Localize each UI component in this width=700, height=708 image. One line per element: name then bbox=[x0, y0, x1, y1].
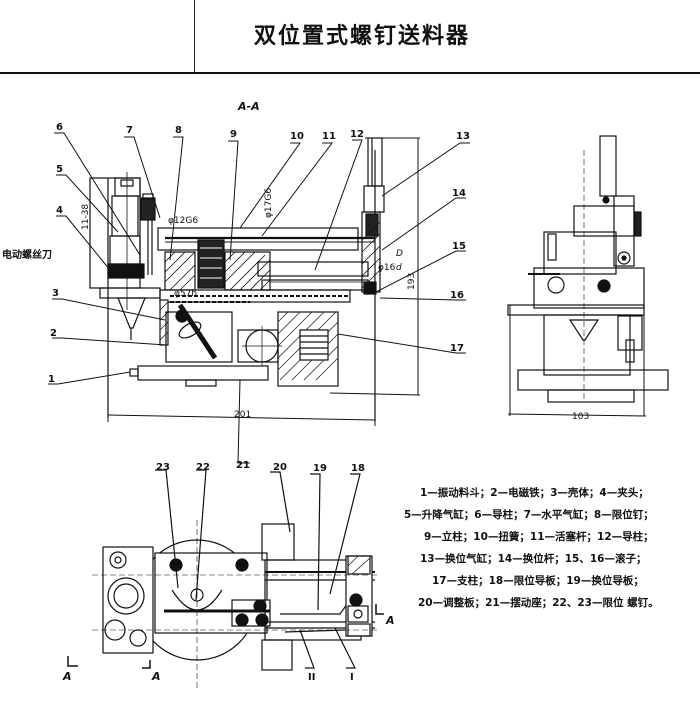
fit-numerator: D bbox=[396, 249, 403, 259]
dimension-width-main: 201 bbox=[234, 410, 251, 420]
side-label-screwdriver: 电动螺丝刀 bbox=[2, 248, 52, 261]
callout-6: 6 bbox=[56, 122, 63, 133]
legend-row: 5—升降气缸；6—导柱；7—水平气缸；8—限位钉； bbox=[404, 509, 654, 521]
callouts-bottom: 21 23 22 20 19 18 bbox=[156, 460, 365, 474]
callout-5: 5 bbox=[56, 164, 63, 175]
roman-mark-ii: II bbox=[308, 672, 315, 683]
callout-18: 18 bbox=[351, 463, 365, 474]
legend-row: 13—换位气缸；14—换位杆；15、16—滚子； bbox=[420, 553, 647, 565]
drawing-title: 双位置式螺钉送料器 bbox=[254, 24, 471, 49]
callout-leaders bbox=[48, 132, 470, 464]
side-view bbox=[507, 135, 669, 417]
callouts-right: 14 15 16 17 bbox=[450, 188, 466, 354]
callout-9: 9 bbox=[230, 129, 237, 140]
callout-20: 20 bbox=[273, 462, 287, 473]
callout-4: 4 bbox=[56, 205, 63, 216]
section-mark-a-right: A bbox=[385, 614, 395, 627]
callout-19: 19 bbox=[313, 463, 327, 474]
legend-row: 9—立柱；10—扭簧；11—活塞杆；12—导柱； bbox=[424, 531, 654, 543]
callout-8: 8 bbox=[175, 125, 182, 136]
roman-mark-i: I bbox=[350, 672, 354, 683]
callout-16: 16 bbox=[450, 290, 464, 301]
title-block-border bbox=[0, 72, 700, 74]
section-view-a-a bbox=[89, 137, 421, 426]
callout-21: 21 bbox=[236, 460, 250, 471]
title-block: 双位置式螺钉送料器 bbox=[0, 0, 700, 74]
callout-2: 2 bbox=[50, 328, 57, 339]
dimension-dia-3: φ16 bbox=[378, 263, 396, 273]
callout-22: 22 bbox=[196, 462, 210, 473]
callout-1: 1 bbox=[48, 374, 55, 385]
callout-11: 11 bbox=[322, 131, 336, 142]
legend-row: 20—调整板；21—摆动座；22、23—限位 螺钉。 bbox=[418, 597, 659, 609]
parts-legend: 1—振动料斗；2—电磁铁；3—壳体；4—夹头； 5—升降气缸；6—导柱；7—水平… bbox=[404, 482, 700, 614]
title-block-divider bbox=[194, 0, 195, 72]
dimension-width-side: 103 bbox=[572, 412, 589, 422]
callout-7: 7 bbox=[126, 125, 133, 136]
callout-10: 10 bbox=[290, 131, 304, 142]
callout-15: 15 bbox=[452, 241, 466, 252]
section-mark-a-middle: A bbox=[151, 670, 161, 683]
dimension-length-small: 11-38 bbox=[81, 204, 91, 230]
callout-13: 13 bbox=[456, 131, 470, 142]
callout-23: 23 bbox=[156, 462, 170, 473]
dimension-dia-1: φ17G6 bbox=[264, 188, 274, 218]
callout-17: 17 bbox=[450, 343, 464, 354]
section-mark-a-left: A bbox=[62, 670, 72, 683]
callouts-top: 6 7 8 9 10 11 12 13 bbox=[56, 122, 470, 142]
fit-denominator: d bbox=[396, 263, 402, 273]
callout-3: 3 bbox=[52, 288, 59, 299]
dimension-height-main: 193 bbox=[407, 273, 417, 290]
legend-row: 1—振动料斗；2—电磁铁；3—壳体；4—夹头； bbox=[420, 487, 649, 499]
callout-12: 12 bbox=[350, 129, 364, 140]
callouts-left: 5 4 3 2 1 bbox=[48, 164, 63, 385]
section-label: A-A bbox=[237, 100, 260, 113]
dimension-small-dia: φ57h bbox=[174, 289, 197, 299]
callout-14: 14 bbox=[452, 188, 466, 199]
plan-view bbox=[67, 469, 384, 690]
dimension-dia-2: φ12G6 bbox=[168, 216, 198, 226]
legend-row: 17—支柱；18—限位导板；19—换位导板； bbox=[432, 575, 644, 587]
